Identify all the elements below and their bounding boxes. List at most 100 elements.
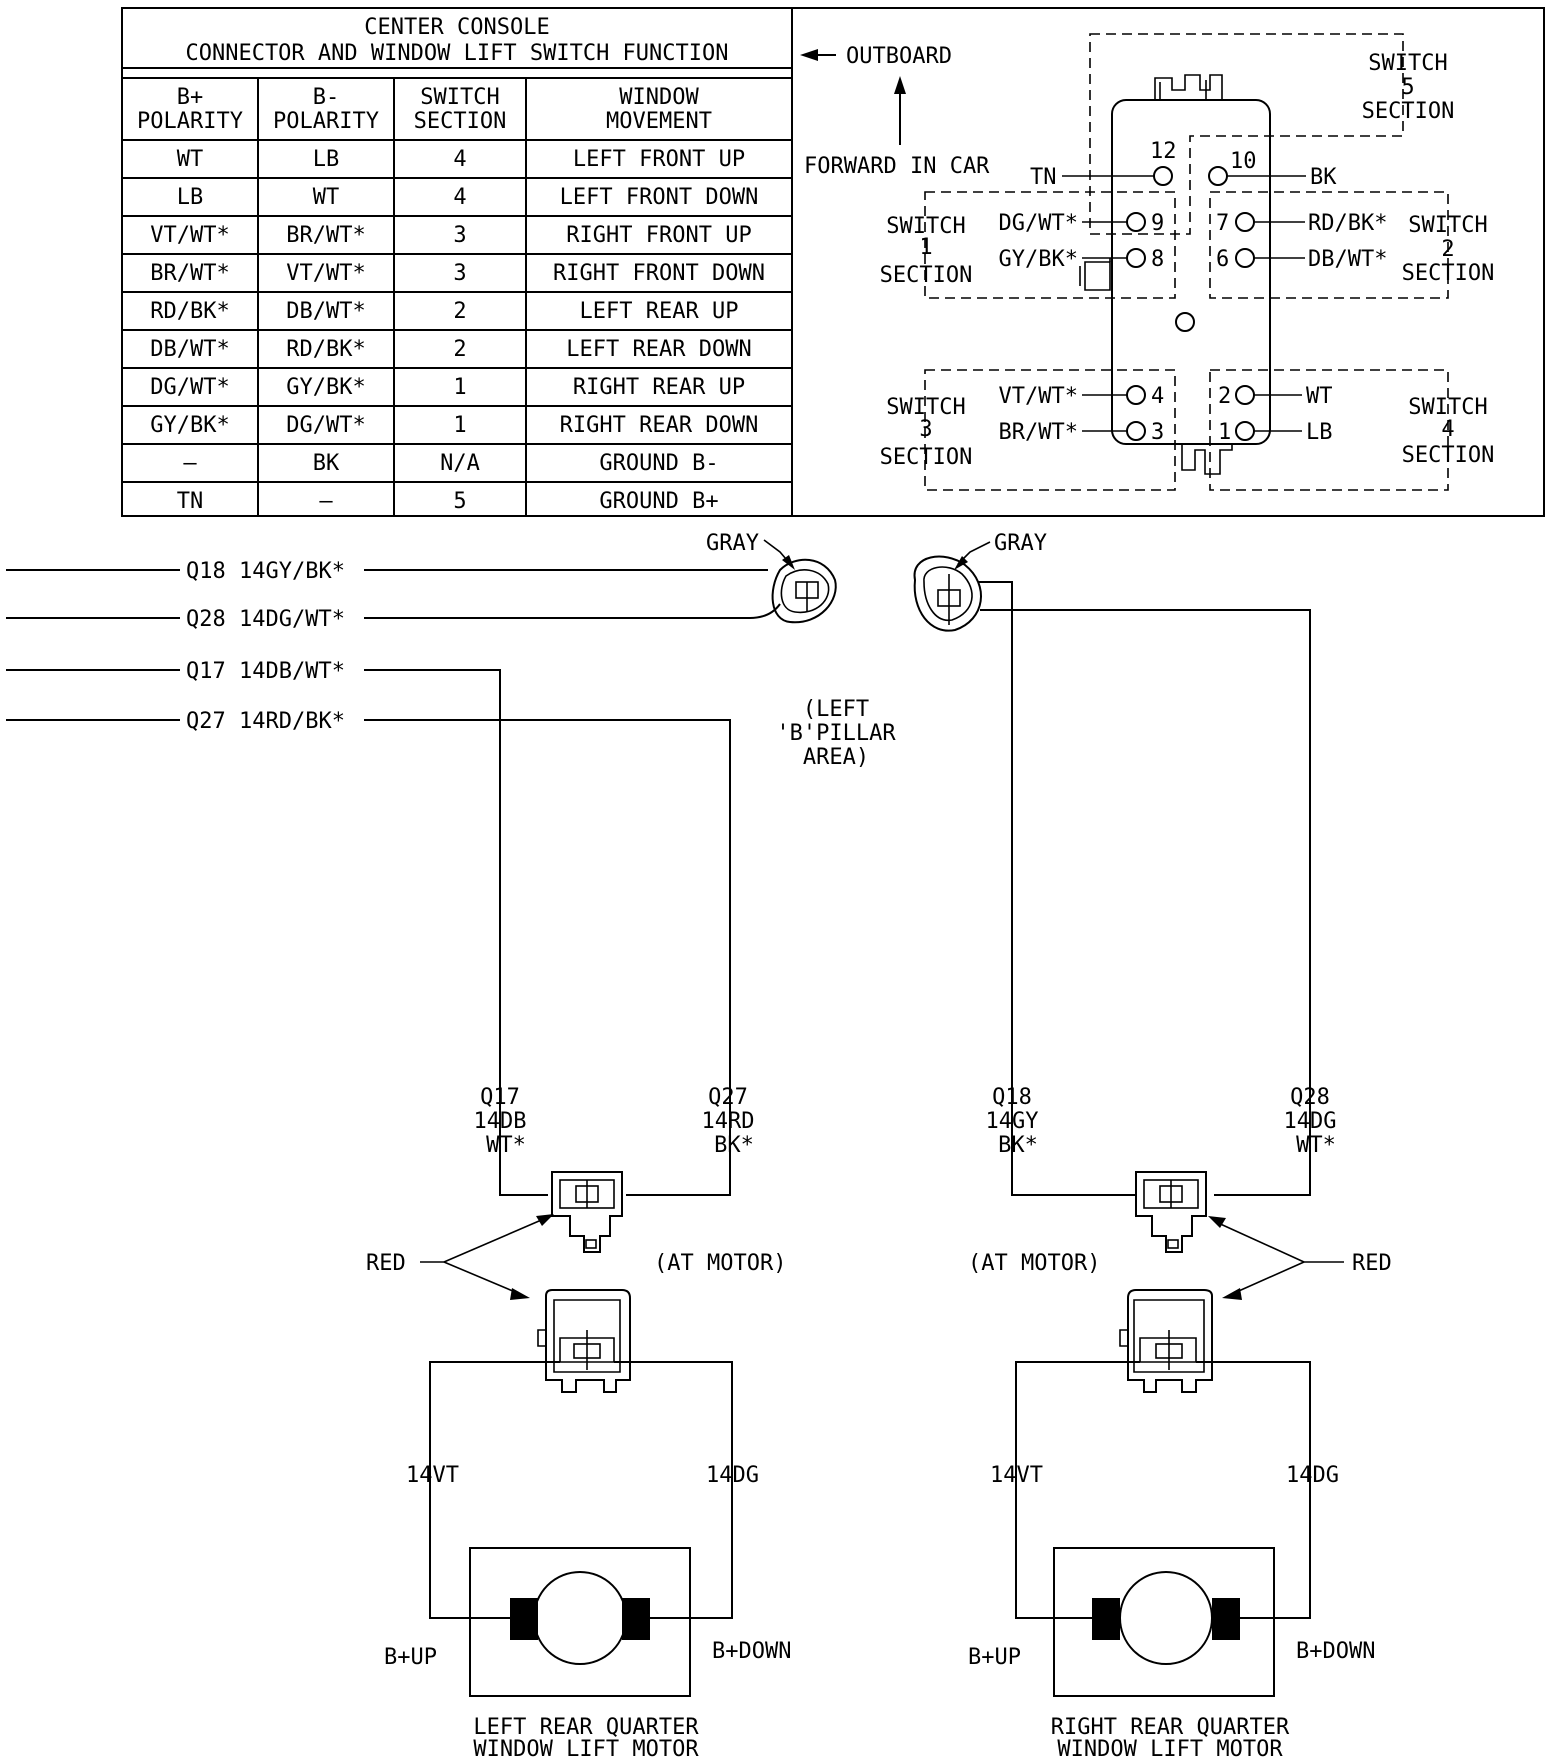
table-cell-bplus: RD/BK* (150, 299, 229, 324)
header-bminus-2: POLARITY (273, 109, 379, 134)
header-bplus-2: POLARITY (137, 109, 243, 134)
section3-label-2: 3 (919, 417, 932, 442)
left-bplus-down: B+DOWN (712, 1639, 791, 1664)
right-motor-magnet-right (1212, 1598, 1240, 1640)
left-red-label: RED (366, 1251, 406, 1276)
forward-arrow-icon (894, 76, 906, 94)
pin-3-number: 3 (1151, 420, 1164, 445)
table-cell-section: 1 (453, 375, 466, 400)
pin-1-number: 1 (1218, 420, 1231, 445)
left-motor-title-2: WINDOW LIFT MOTOR (473, 1737, 699, 1760)
pin-8 (1126, 248, 1146, 268)
table-cell-bminus: BK (313, 451, 340, 476)
right-motor-frame (1053, 1547, 1275, 1697)
section4-label-3: SECTION (1402, 443, 1495, 468)
right-q28-3: WT* (1296, 1133, 1336, 1158)
left-motor-circuit: Q17 14DB WT* Q27 14RD BK* RED (AT MOTOR)… (366, 1085, 791, 1760)
table-cell-bplus: — (183, 451, 197, 476)
switch-connector-panel: OUTBOARD FORWARD IN CAR SWITCH 5 SECTION… (791, 7, 1545, 517)
pin-8-wire: GY/BK* (999, 247, 1078, 272)
forward-label: FORWARD IN CAR (804, 154, 990, 179)
gray-label-left: GRAY (706, 531, 759, 556)
pin-1 (1235, 421, 1255, 441)
table-cell-bminus: VT/WT* (286, 261, 365, 286)
left-q27-1: Q27 (708, 1085, 748, 1110)
right-bplus-down: B+DOWN (1296, 1639, 1375, 1664)
table-cell-movement: LEFT FRONT UP (573, 147, 745, 172)
pin-4 (1126, 385, 1146, 405)
table-title-line2: CONNECTOR AND WINDOW LIFT SWITCH FUNCTIO… (185, 41, 728, 66)
section2-label-2: 2 (1441, 237, 1454, 262)
right-at-motor: (AT MOTOR) (968, 1251, 1100, 1276)
right-q18-3: BK* (998, 1133, 1038, 1158)
table-cell-section: 3 (453, 223, 466, 248)
table-cell-bminus: BR/WT* (286, 223, 365, 248)
table-cell-bplus: GY/BK* (150, 413, 229, 438)
right-motor-armature (1119, 1571, 1213, 1665)
pin-9-number: 9 (1151, 211, 1164, 236)
right-bplus-up: B+UP (968, 1645, 1021, 1670)
right-red-label: RED (1352, 1251, 1392, 1276)
table-cell-section: 2 (453, 337, 466, 362)
left-q17-2: 14DB (474, 1109, 527, 1134)
wire-q28-label: Q28 14DG/WT* (186, 607, 345, 632)
table-cell-bplus: DB/WT* (150, 337, 229, 362)
pin-6-number: 6 (1216, 247, 1229, 272)
pin-7-number: 7 (1216, 211, 1229, 236)
right-red-arrow-up-icon (1208, 1216, 1226, 1228)
right-14vt: 14VT (990, 1463, 1043, 1488)
section3-label-3: SECTION (880, 445, 973, 470)
left-at-motor: (AT MOTOR) (654, 1251, 786, 1276)
section4-label-2: 4 (1441, 417, 1454, 442)
table-cell-bminus: LB (313, 147, 340, 172)
right-motor-magnet-left (1092, 1598, 1120, 1640)
right-q28-2: 14DG (1284, 1109, 1337, 1134)
outboard-label: OUTBOARD (846, 44, 952, 69)
left-q27-3: BK* (714, 1133, 754, 1158)
table-cell-bminus: WT (313, 185, 340, 210)
pin-10 (1208, 166, 1228, 186)
table-cell-movement: GROUND B- (599, 451, 718, 476)
table-cell-section: 5 (453, 489, 466, 514)
section1-label-3: SECTION (880, 263, 973, 288)
table-cell-movement: RIGHT REAR UP (573, 375, 745, 400)
table-cell-section: 1 (453, 413, 466, 438)
section5-label-3: SECTION (1362, 99, 1455, 124)
section5-label-1: SWITCH (1368, 51, 1447, 76)
gray-left-arrow-icon (782, 555, 795, 570)
table-cell-bplus: BR/WT* (150, 261, 229, 286)
switch-function-table: CENTER CONSOLE CONNECTOR AND WINDOW LIFT… (121, 7, 793, 517)
header-window-2: MOVEMENT (606, 109, 712, 134)
pin-4-wire: VT/WT* (999, 384, 1078, 409)
left-q17-3: WT* (486, 1133, 526, 1158)
header-switch-1: SWITCH (420, 85, 499, 110)
feed-wires: Q18 14GY/BK* Q28 14DG/WT* Q17 14DB/WT* Q… (6, 559, 781, 1196)
left-bplus-up: B+UP (384, 1645, 437, 1670)
pin-9 (1126, 212, 1146, 232)
outboard-arrow-icon (800, 49, 818, 61)
section2-label-1: SWITCH (1408, 213, 1487, 238)
table-cell-movement: RIGHT FRONT DOWN (553, 261, 765, 286)
right-red-arrow-down-icon (1222, 1288, 1242, 1300)
left-red-arrow-down-icon (510, 1288, 530, 1300)
gray-connector-left: GRAY (706, 531, 837, 624)
table-cell-bplus: WT (177, 147, 204, 172)
right-motor-title-2: WINDOW LIFT MOTOR (1057, 1737, 1283, 1760)
pillar-area-line1: (LEFT (803, 697, 869, 722)
table-cell-movement: LEFT REAR UP (580, 299, 739, 324)
wire-q27-label: Q27 14RD/BK* (186, 709, 345, 734)
right-motor-circuit: Q18 14GY BK* Q28 14DG WT* RED (AT MOTOR)… (968, 1085, 1392, 1760)
header-window-1: WINDOW (619, 85, 699, 110)
header-bminus-1: B- (313, 85, 340, 110)
section4-label-1: SWITCH (1408, 395, 1487, 420)
table-cell-movement: LEFT REAR DOWN (566, 337, 751, 362)
table-cell-bminus: DB/WT* (286, 299, 365, 324)
table-cell-bplus: LB (177, 185, 204, 210)
table-cell-movement: LEFT FRONT DOWN (560, 185, 759, 210)
pin-6-wire: DB/WT* (1308, 247, 1387, 272)
pin-3 (1126, 421, 1146, 441)
left-14dg: 14DG (706, 1463, 759, 1488)
section2-label-3: SECTION (1402, 261, 1495, 286)
gray-label-right: GRAY (994, 531, 1047, 556)
